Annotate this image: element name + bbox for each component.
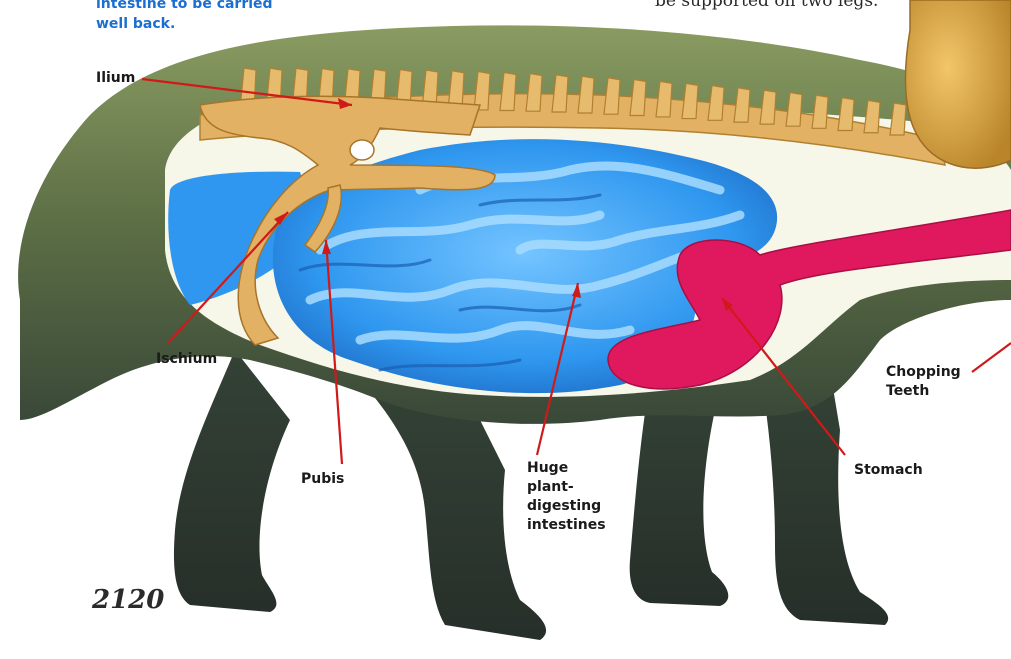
page-number: 2120 — [92, 585, 164, 615]
label-ischium: Ischium — [156, 350, 217, 369]
label-stomach: Stomach — [854, 461, 923, 480]
label-intestines: Huge plant- digesting intestines — [527, 459, 606, 535]
caption-top-left: intestine to be carried well back. — [96, 0, 273, 34]
teeth-pointer — [972, 343, 1011, 372]
neck-vertebra — [906, 0, 1011, 168]
left-hind-leg — [174, 350, 290, 612]
label-ilium: Ilium — [96, 69, 135, 88]
label-pubis: Pubis — [301, 470, 344, 489]
hip-socket — [350, 140, 374, 160]
caption-top-right: be supported on two legs. — [655, 0, 878, 11]
label-chopping-teeth: Chopping Teeth — [886, 363, 961, 401]
